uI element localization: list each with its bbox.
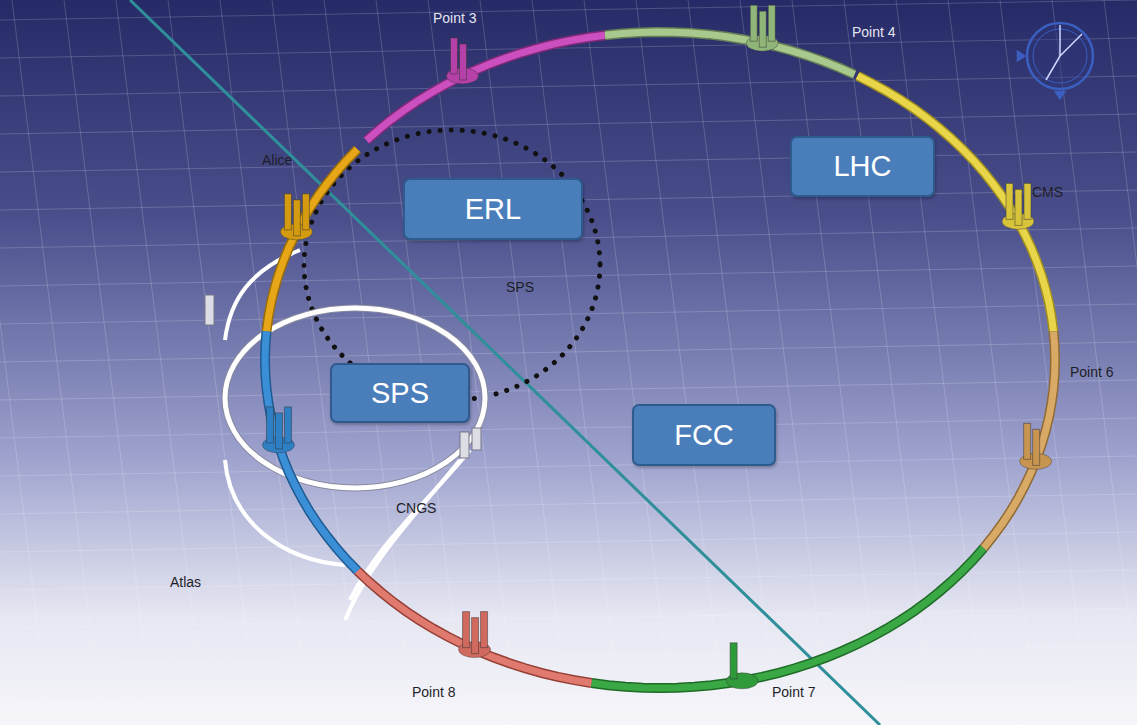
ring-sector — [591, 548, 983, 688]
shaft — [460, 44, 467, 80]
shaft — [1015, 189, 1022, 225]
shaft — [463, 612, 470, 648]
erl-dotted-ring — [304, 130, 600, 400]
shaft — [481, 612, 488, 648]
site-label: Alice — [262, 152, 292, 168]
shaft — [472, 618, 479, 654]
grid-line — [0, 76, 1137, 96]
box-label: LHC — [833, 150, 891, 183]
grid-line — [0, 456, 1137, 476]
shaft — [284, 407, 291, 443]
shaft — [1006, 183, 1013, 219]
grid-line — [0, 494, 1137, 514]
site-label: Point 6 — [1070, 364, 1114, 380]
box-label: SPS — [371, 377, 429, 410]
grid-line — [688, 0, 778, 725]
grid-line — [792, 0, 882, 725]
grid-line — [1000, 0, 1090, 725]
label-box: LHC — [790, 136, 935, 197]
ring-sector — [267, 149, 358, 331]
grid-line — [0, 266, 1137, 286]
shaft — [1024, 183, 1031, 219]
grid-line — [12, 0, 102, 725]
shaft — [275, 413, 282, 449]
grid-line — [1052, 0, 1137, 725]
ring-sector-edge — [858, 76, 1054, 332]
ring-sector-edge — [984, 331, 1055, 548]
ring-sector — [367, 35, 606, 140]
box-label: ERL — [465, 193, 521, 226]
site-label: Point 7 — [772, 684, 816, 700]
site-label: Point 3 — [433, 10, 477, 26]
grid-line — [0, 684, 1137, 704]
ring-sector — [357, 571, 591, 683]
compass — [1018, 23, 1093, 98]
grid-line — [0, 114, 1137, 134]
shaft — [293, 200, 300, 236]
grid-line — [0, 380, 1137, 400]
grid-line — [116, 0, 206, 725]
site-label: Atlas — [170, 574, 201, 590]
shaft — [1033, 429, 1040, 465]
grid-line — [740, 0, 830, 725]
ring-sector — [984, 331, 1055, 548]
ring-sector-edge — [591, 548, 983, 688]
grid-line — [636, 0, 726, 725]
grid-line — [584, 0, 674, 725]
grid-line — [0, 608, 1137, 628]
ring-sector — [858, 76, 1054, 332]
grid-line — [948, 0, 1038, 725]
shaft — [302, 194, 309, 230]
lhc-ring — [262, 5, 1055, 689]
grid-line — [0, 646, 1137, 666]
fcc-line — [130, 0, 880, 725]
box-label: FCC — [674, 419, 734, 452]
site-label: SPS — [506, 279, 534, 295]
ring-sector — [605, 32, 855, 75]
transfer-lines — [225, 250, 470, 620]
shaft — [284, 194, 291, 230]
grid-line — [1104, 0, 1137, 725]
ring-sector-edge — [267, 149, 358, 331]
label-box: FCC — [632, 404, 776, 466]
sps-shafts — [205, 295, 481, 458]
shaft — [266, 407, 273, 443]
shaft — [1024, 423, 1031, 459]
grid-line — [0, 418, 1137, 438]
grid-line — [0, 532, 1137, 552]
grid-line — [64, 0, 154, 725]
site-label: CNGS — [396, 500, 436, 516]
shaft — [451, 38, 458, 74]
shaft — [750, 5, 757, 41]
label-box: SPS — [330, 363, 470, 423]
ring-sector-edge — [367, 35, 606, 140]
grid-line — [532, 0, 622, 725]
site-label: Point 4 — [852, 24, 896, 40]
label-box: ERL — [403, 178, 583, 240]
site-label: Point 8 — [412, 684, 456, 700]
shaft — [759, 11, 766, 47]
ring-sector-edge — [357, 571, 591, 683]
site-label: CMS — [1032, 184, 1063, 200]
grid-line — [0, 304, 1137, 324]
shaft — [730, 643, 737, 679]
ring-sector-edge — [605, 32, 855, 75]
shaft — [768, 5, 775, 41]
